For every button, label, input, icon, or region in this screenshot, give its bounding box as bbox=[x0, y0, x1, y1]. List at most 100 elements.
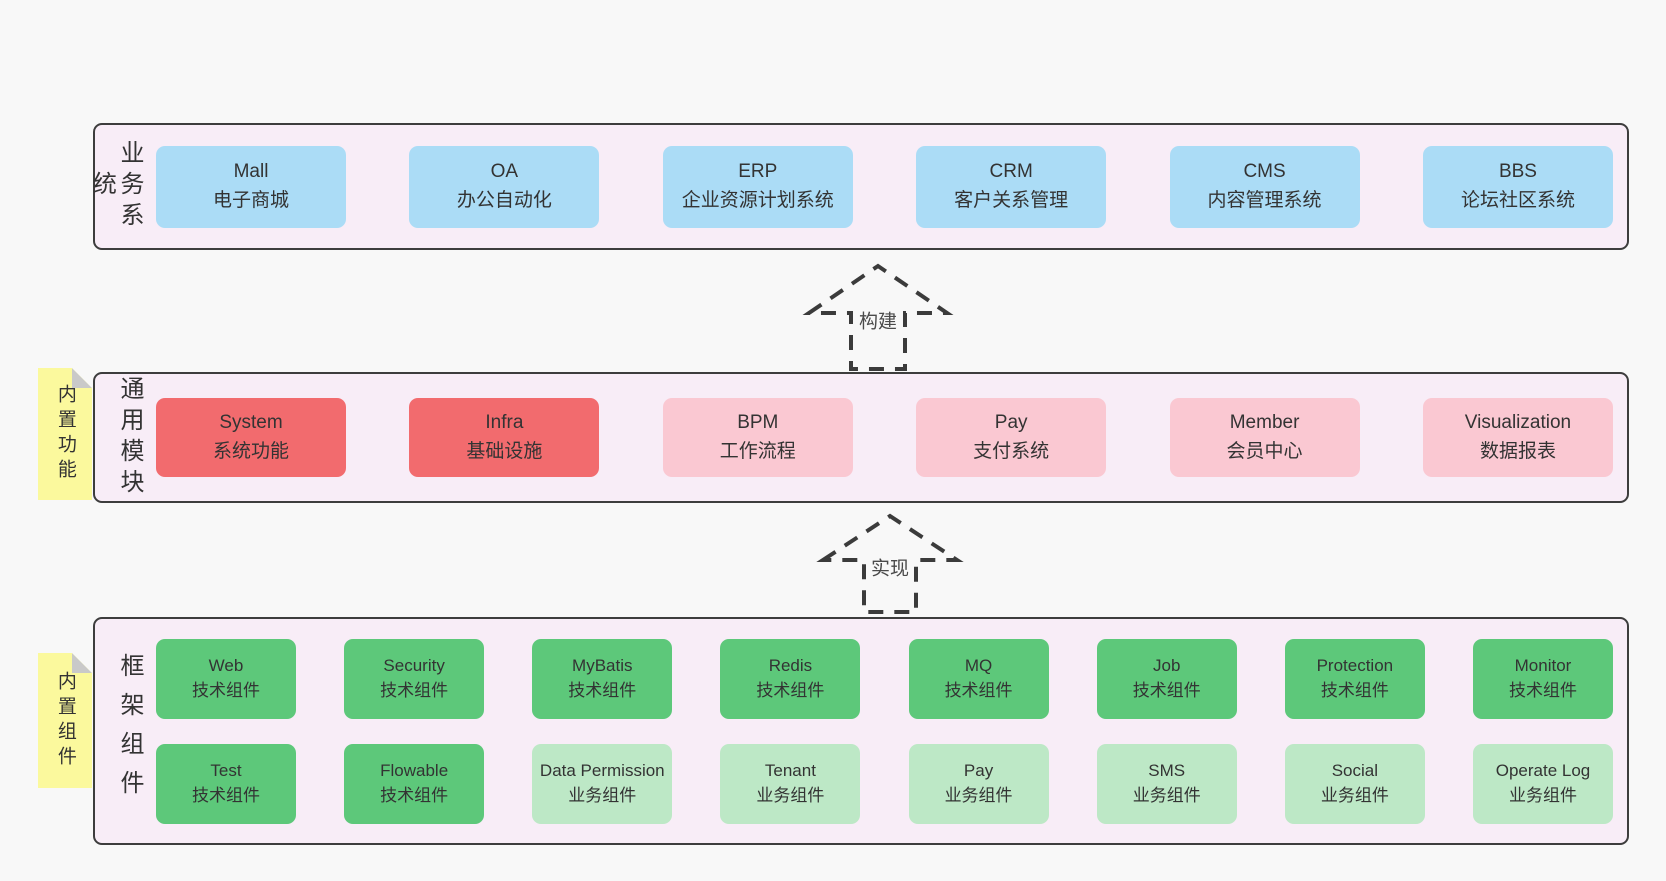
box-title: OA bbox=[490, 161, 519, 182]
box-title: Infra bbox=[485, 412, 524, 433]
box-subtitle: 内容管理系统 bbox=[1207, 189, 1322, 211]
note-builtin-components: 内置组件 bbox=[38, 653, 92, 788]
box-operate-log: Operate Log 业务组件 bbox=[1472, 743, 1613, 824]
layer-framework-components: 框架组件 Web 技术组件 Security 技术组件 MyBatis 技术组件… bbox=[93, 617, 1629, 845]
component-row-2: Test 技术组件 Flowable 技术组件 Data Permission … bbox=[143, 743, 1613, 824]
box-subtitle: 技术组件 bbox=[380, 785, 449, 805]
box-protection: Protection 技术组件 bbox=[1284, 638, 1425, 719]
box-title: BBS bbox=[1498, 161, 1537, 182]
box-social: Social 业务组件 bbox=[1284, 743, 1425, 824]
note-builtin-features: 内置功能 bbox=[38, 368, 92, 500]
note-fold-corner bbox=[72, 368, 92, 388]
note-label: 内置功能 bbox=[54, 384, 76, 484]
box-title: Operate Log bbox=[1495, 760, 1591, 780]
box-title: Tenant bbox=[764, 760, 816, 780]
box-subtitle: 业务组件 bbox=[944, 785, 1013, 805]
box-subtitle: 技术组件 bbox=[756, 680, 825, 700]
box-subtitle: 业务组件 bbox=[756, 785, 825, 805]
box-erp: ERP 企业资源计划系统 bbox=[662, 145, 853, 228]
box-title: Member bbox=[1229, 412, 1300, 433]
box-title: System bbox=[219, 412, 283, 433]
box-title: ERP bbox=[738, 161, 778, 182]
note-label: 内置组件 bbox=[54, 670, 76, 771]
box-title: CMS bbox=[1243, 161, 1286, 182]
note-fold-corner bbox=[72, 653, 92, 673]
component-rows: Web 技术组件 Security 技术组件 MyBatis 技术组件 Redi… bbox=[143, 638, 1613, 824]
box-title: Visualization bbox=[1464, 412, 1572, 433]
box-member: Member 会员中心 bbox=[1169, 398, 1360, 477]
box-subtitle: 技术组件 bbox=[380, 680, 449, 700]
box-system: System 系统功能 bbox=[156, 398, 346, 477]
arrow-label-build: 构建 bbox=[854, 305, 902, 335]
box-pay-module: Pay 支付系统 bbox=[916, 398, 1107, 477]
box-flowable: Flowable 技术组件 bbox=[344, 743, 485, 824]
box-subtitle: 企业资源计划系统 bbox=[681, 189, 834, 211]
component-row-1: Web 技术组件 Security 技术组件 MyBatis 技术组件 Redi… bbox=[143, 638, 1613, 719]
box-job: Job 技术组件 bbox=[1096, 638, 1237, 719]
layer-common-modules: 通用模块 System 系统功能 Infra 基础设施 BPM 工作流程 Pay… bbox=[93, 372, 1629, 503]
box-subtitle: 业务组件 bbox=[1320, 785, 1389, 805]
box-title: Monitor bbox=[1514, 655, 1572, 675]
layer-label: 通用模块 bbox=[116, 375, 143, 500]
box-crm: CRM 客户关系管理 bbox=[916, 145, 1107, 228]
arrow-label-implement: 实现 bbox=[866, 552, 914, 582]
box-subtitle: 技术组件 bbox=[192, 680, 260, 700]
box-title: Social bbox=[1331, 760, 1378, 780]
box-security: Security 技术组件 bbox=[344, 638, 485, 719]
layer-business-systems: 业务系统 Mall 电子商城 OA 办公自动化 ERP 企业资源计划系统 CRM… bbox=[88, 123, 1629, 250]
box-title: Data Permission bbox=[539, 760, 665, 780]
box-subtitle: 会员中心 bbox=[1226, 440, 1303, 462]
box-bpm: BPM 工作流程 bbox=[662, 398, 853, 477]
box-subtitle: 数据报表 bbox=[1479, 440, 1556, 462]
box-title: Flowable bbox=[380, 760, 449, 780]
box-subtitle: 工作流程 bbox=[719, 440, 796, 462]
box-sms: SMS 业务组件 bbox=[1096, 743, 1237, 824]
box-title: Pay bbox=[963, 760, 994, 780]
box-subtitle: 业务组件 bbox=[1132, 785, 1201, 805]
box-bbs: BBS 论坛社区系统 bbox=[1422, 145, 1613, 228]
box-data-permission: Data Permission 业务组件 bbox=[532, 743, 673, 824]
box-test: Test 技术组件 bbox=[156, 743, 296, 824]
box-subtitle: 技术组件 bbox=[192, 785, 260, 805]
box-subtitle: 基础设施 bbox=[466, 440, 543, 462]
box-web: Web 技术组件 bbox=[156, 638, 296, 719]
box-title: Web bbox=[208, 655, 244, 675]
box-mybatis: MyBatis 技术组件 bbox=[532, 638, 673, 719]
box-subtitle: 系统功能 bbox=[212, 440, 289, 462]
box-monitor: Monitor 技术组件 bbox=[1472, 638, 1613, 719]
box-title: BPM bbox=[737, 412, 779, 433]
box-title: Job bbox=[1152, 655, 1181, 675]
box-subtitle: 客户关系管理 bbox=[954, 189, 1069, 211]
box-mall: Mall 电子商城 bbox=[156, 145, 346, 228]
box-pay-component: Pay 业务组件 bbox=[908, 743, 1049, 824]
module-boxes-row: System 系统功能 Infra 基础设施 BPM 工作流程 Pay 支付系统… bbox=[143, 398, 1613, 477]
box-title: MyBatis bbox=[572, 655, 633, 675]
box-title: Test bbox=[210, 760, 242, 780]
box-subtitle: 技术组件 bbox=[1508, 680, 1577, 700]
box-title: Security bbox=[383, 655, 445, 675]
box-mq: MQ 技术组件 bbox=[908, 638, 1049, 719]
box-subtitle: 电子商城 bbox=[212, 189, 289, 211]
box-title: MQ bbox=[964, 655, 993, 675]
box-subtitle: 技术组件 bbox=[1320, 680, 1389, 700]
box-title: Protection bbox=[1316, 655, 1394, 675]
box-title: CRM bbox=[989, 161, 1033, 182]
box-redis: Redis 技术组件 bbox=[720, 638, 861, 719]
box-subtitle: 办公自动化 bbox=[456, 189, 552, 211]
box-subtitle: 业务组件 bbox=[568, 785, 637, 805]
box-subtitle: 技术组件 bbox=[568, 680, 637, 700]
box-oa: OA 办公自动化 bbox=[409, 145, 600, 228]
layer-label: 业务系统 bbox=[88, 140, 143, 233]
box-title: Pay bbox=[994, 412, 1028, 433]
box-cms: CMS 内容管理系统 bbox=[1169, 145, 1360, 228]
box-subtitle: 论坛社区系统 bbox=[1460, 189, 1575, 211]
business-boxes-row: Mall 电子商城 OA 办公自动化 ERP 企业资源计划系统 CRM 客户关系… bbox=[143, 145, 1613, 228]
box-subtitle: 技术组件 bbox=[1132, 680, 1201, 700]
box-title: SMS bbox=[1148, 760, 1186, 780]
layer-label: 框架组件 bbox=[116, 653, 143, 809]
box-tenant: Tenant 业务组件 bbox=[720, 743, 861, 824]
box-title: Mall bbox=[233, 161, 269, 182]
box-visualization: Visualization 数据报表 bbox=[1422, 398, 1613, 477]
box-subtitle: 技术组件 bbox=[944, 680, 1013, 700]
